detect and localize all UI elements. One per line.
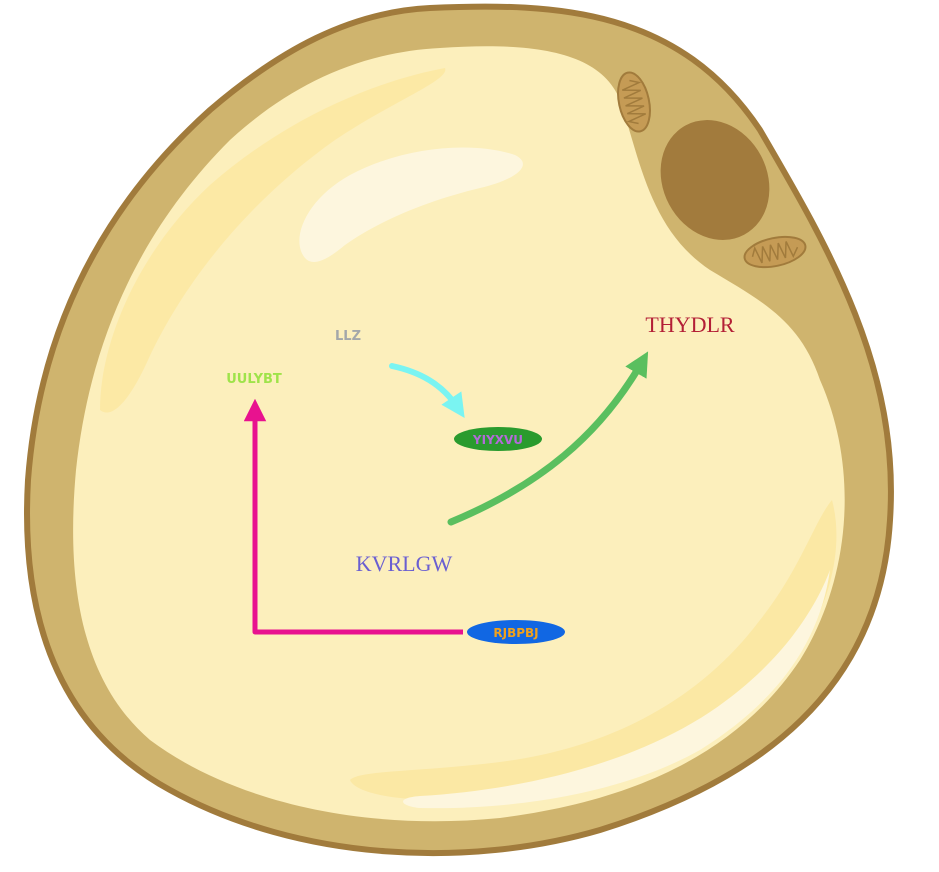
arrow-llz-to-yiyxvu [389,363,465,418]
arrow-rjbpbj-to-uulybt [243,398,463,635]
nucleus [660,120,770,240]
label-kvrlgw: KVRLGW [356,551,453,576]
mitochondrion-bottom [743,235,807,269]
label-llz: LLZ [335,329,361,344]
yiyxvu-node [454,427,542,451]
shine-edge [403,570,830,809]
mitochondrion-top [617,71,651,133]
cytoplasm-highlight-left [100,68,446,413]
rjbpbj-node [467,620,565,644]
label-uulybt: UULYBT [226,372,282,387]
label-thydlr: THYDLR [645,312,735,337]
arrow-kvrlgw-to-thydlr [447,351,649,526]
label-rjbpbj: RJBPBJ [493,626,538,640]
shine-spot [299,147,523,262]
label-yiyxvu: YIYXVU [472,433,523,447]
